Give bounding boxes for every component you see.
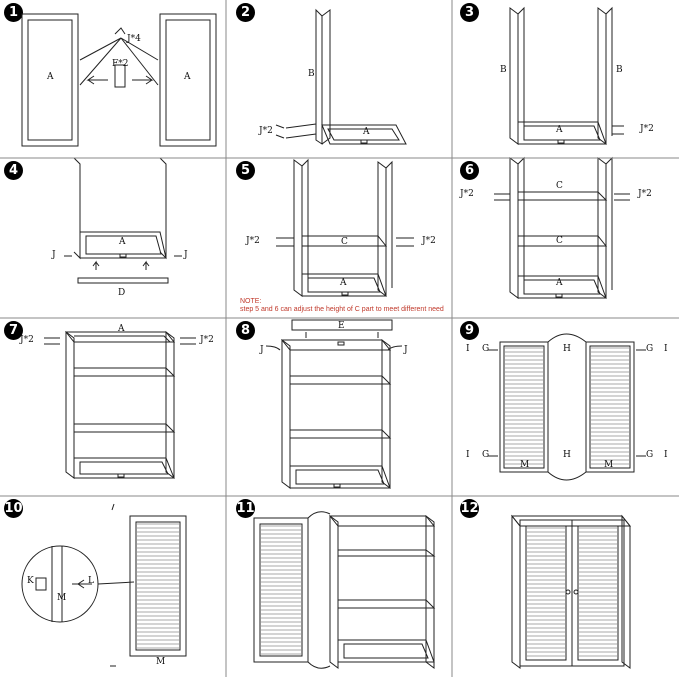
screw-i-top-left-label: I [466,344,470,354]
hinge-h-bottom-label: H [563,450,571,460]
shelf-c-label: C [341,237,348,247]
screw-j-label: J*2 [259,126,273,136]
step-8-number: 8 [236,321,255,340]
panel-b-left-label: B [500,65,507,75]
screw-j-left-label: J*2 [20,335,34,345]
shelf-c-middle-label: C [556,236,563,246]
step-8-drawing [226,318,452,496]
screw-i-top-right-label: I [664,344,668,354]
hinge-h-top-label: H [563,344,571,354]
step-5-number: 5 [236,161,255,180]
step-10-panel: 10 K L M M [0,496,226,677]
knob-g-top-left-label: G [482,344,490,354]
step-12-drawing [452,496,679,677]
step-12-number: 12 [460,499,479,518]
screw-j-right-label: J*2 [638,189,652,199]
screw-j-left-label: J [260,345,264,355]
step-2-drawing [226,0,452,158]
step-9-drawing [452,318,679,496]
step-4-drawing [0,158,226,318]
screw-j-left-label: J*2 [246,236,260,246]
screw-l-label: L [88,576,94,586]
note-title: NOTE: [240,298,262,305]
knob-g-bottom-right-label: G [646,450,654,460]
step-7-panel: 7 A J*2 J*2 [0,318,226,496]
bracket-f-label: F*2 [112,59,129,69]
panel-a-label: A [118,324,125,334]
step-2-panel: 2 B A J*2 [226,0,452,158]
panel-a-label: A [340,278,347,288]
step-5-drawing [226,158,452,318]
step-9-panel: 9 I G I G G I G I H H M M [452,318,679,496]
shelf-c-top-label: C [556,181,563,191]
step-12-panel: 12 [452,496,679,677]
step-11-number: 11 [236,499,255,518]
door-m-inset-label: M [57,593,67,603]
door-m-left-label: M [520,460,530,470]
step-10-drawing [0,496,226,677]
panel-a-right-label: A [184,72,191,82]
step-10-number: 10 [4,499,23,518]
step-8-panel: 8 E J J [226,318,452,496]
knob-g-top-right-label: G [646,344,654,354]
step-3-drawing [452,0,679,158]
bar-d-label: D [118,288,126,298]
panel-a-label: A [363,127,370,137]
step-1-drawing [0,0,226,158]
step-7-number: 7 [4,321,23,340]
step-9-number: 9 [460,321,479,340]
screw-i-bottom-left-label: I [466,450,470,460]
screw-j-label: J*2 [640,124,654,134]
step-6-number: 6 [460,161,479,180]
step-4-number: 4 [4,161,23,180]
panel-a-left-label: A [47,72,54,82]
screw-j-left-label: J*2 [460,189,474,199]
panel-b-right-label: B [616,65,623,75]
knob-g-bottom-left-label: G [482,450,490,460]
step-3-panel: 3 B B A J*2 [452,0,679,158]
screw-j-right-label: J [184,250,188,260]
step-7-drawing [0,318,226,496]
panel-a-label: A [556,125,563,135]
screw-j-right-label: J*2 [200,335,214,345]
step-1-number: 1 [4,3,23,22]
step-11-drawing [226,496,452,677]
step-3-number: 3 [460,3,479,22]
panel-a-label: A [556,278,563,288]
screw-j-left-label: J [52,250,56,260]
screw-i-bottom-right-label: I [664,450,668,460]
screw-j-right-label: J [404,345,408,355]
top-panel-e-label: E [338,321,345,331]
step-2-number: 2 [236,3,255,22]
step-4-panel: 4 A J J D [0,158,226,318]
step-11-panel: 11 [226,496,452,677]
door-m-label: M [156,657,166,667]
screw-j-right-label: J*2 [422,236,436,246]
panel-b-label: B [308,69,315,79]
door-m-right-label: M [604,460,614,470]
screw-j-label: J*4 [127,34,141,44]
panel-a-label: A [119,237,126,247]
knob-k-label: K [27,576,34,586]
step-5-panel: 5 C A J*2 J*2 NOTE: step 5 and 6 can adj… [226,158,452,318]
note-text: step 5 and 6 can adjust the height of C … [240,306,444,313]
step-1-panel: 1 A A J*4 F*2 [0,0,226,158]
